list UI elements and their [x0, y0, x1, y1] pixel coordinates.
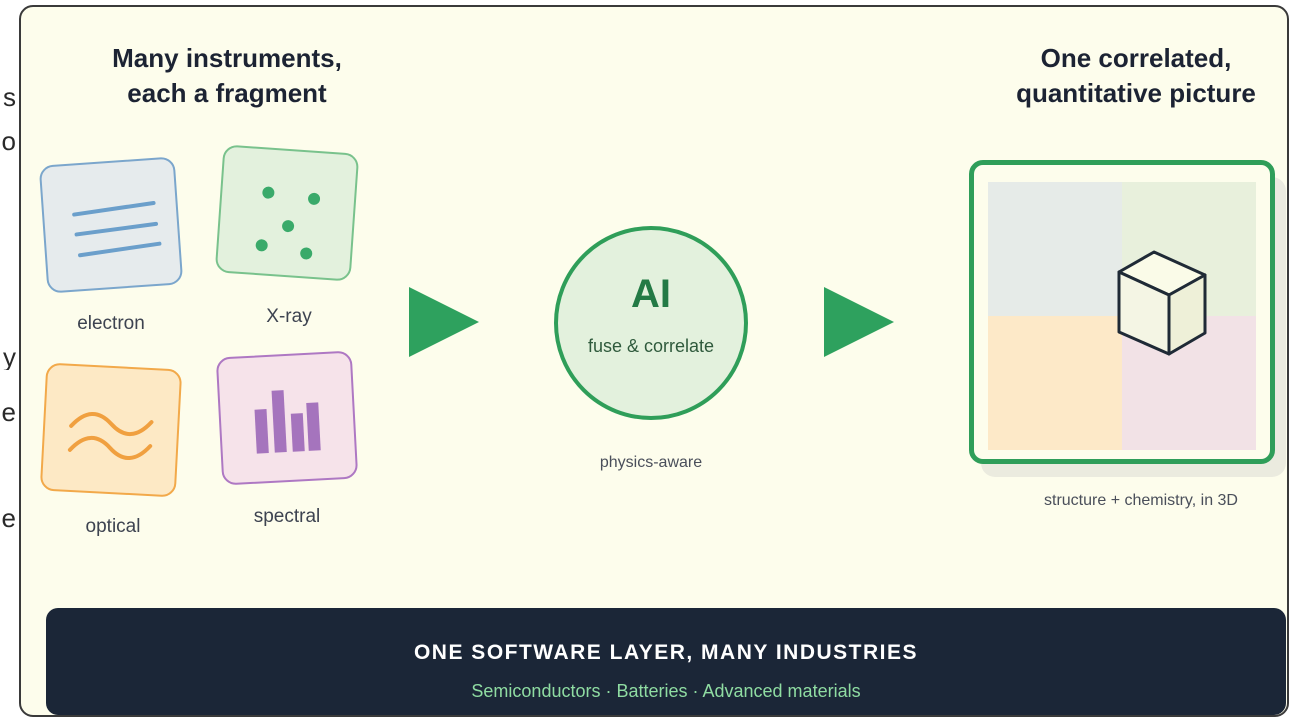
optical-label: optical — [85, 516, 141, 537]
instruments-heading-line: each a fragment — [127, 78, 327, 108]
electron-label: electron — [77, 313, 145, 334]
picture-heading-line: quantitative picture — [1016, 78, 1256, 108]
diagram-panel: Many instruments, each a fragment One co… — [19, 5, 1289, 717]
picture-heading-line: One correlated, — [1040, 43, 1232, 73]
spectral-label: spectral — [253, 506, 321, 527]
ai-caption: physics-aware — [599, 454, 703, 471]
banner-subtitle: Semiconductors · Batteries · Advanced ma… — [471, 681, 861, 701]
wave-icon — [67, 411, 154, 461]
optical-card — [39, 362, 183, 498]
cropped-text-fragment: e — [1, 505, 16, 531]
input-arrow — [409, 287, 479, 357]
cropped-text-fragment: y — [3, 344, 16, 370]
dots-icon — [255, 186, 321, 260]
cropped-text-fragment: o — [1, 128, 16, 154]
xray-label: X-ray — [266, 306, 312, 327]
electron-card — [38, 156, 184, 294]
cropped-text-fragment: e — [1, 399, 16, 425]
xray-card — [214, 144, 360, 282]
banner-title: ONE SOFTWARE LAYER, MANY INDUSTRIES — [413, 641, 919, 664]
quadrant — [988, 182, 1122, 316]
picture-heading: One correlated, quantitative picture — [981, 41, 1287, 111]
instruments-heading: Many instruments, each a fragment — [67, 41, 387, 111]
ai-title: AI — [631, 272, 671, 316]
bars-icon — [254, 390, 321, 454]
cube-icon — [1117, 250, 1207, 356]
output-arrow — [824, 287, 894, 357]
quadrant — [988, 316, 1122, 450]
correlated-picture — [969, 160, 1275, 464]
spectral-card — [215, 350, 359, 486]
instruments-heading-line: Many instruments, — [112, 43, 342, 73]
industries-banner: ONE SOFTWARE LAYER, MANY INDUSTRIES Semi… — [46, 608, 1286, 715]
ai-node: AI fuse & correlate — [554, 226, 748, 420]
ai-subtitle: fuse & correlate — [587, 336, 715, 356]
cropped-text-fragment: s — [3, 84, 16, 110]
picture-caption: structure + chemistry, in 3D — [1044, 492, 1238, 509]
lines-icon — [72, 200, 162, 258]
